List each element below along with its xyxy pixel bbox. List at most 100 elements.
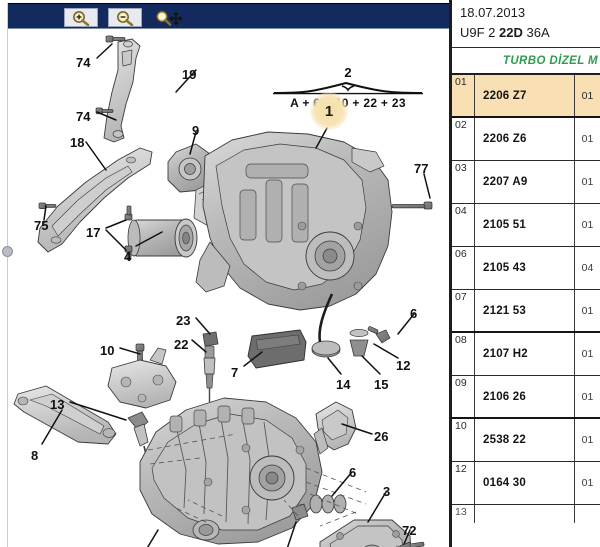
part-number-cell[interactable]: 2105 51	[475, 204, 575, 246]
diagram-label-75-6[interactable]: 75	[34, 218, 49, 233]
zoom-out-button[interactable]	[108, 8, 142, 27]
catalog-code-suffix: 36A	[522, 25, 550, 40]
diagram-label-13-17[interactable]: 13	[50, 397, 65, 412]
table-row[interactable]: 07 2121 53 01	[452, 290, 600, 333]
viewer-toolbar: Oncsite	[8, 3, 449, 29]
diagram-label-12-14[interactable]: 12	[396, 358, 411, 373]
engine-category-band: TURBO DİZEL M	[452, 47, 600, 75]
viewer-left-rail-line	[7, 3, 8, 547]
toolbar-top-divider	[8, 0, 449, 3]
diagram-label-23-9[interactable]: 23	[176, 313, 191, 328]
quantity-cell: 01	[581, 133, 594, 145]
quantity-cell: 01	[581, 477, 594, 489]
part-number-cell[interactable]: 0164 30	[475, 462, 575, 504]
diagram-label-15-16[interactable]: 15	[374, 377, 389, 392]
viewer-scroll-nub[interactable]	[2, 246, 13, 257]
part-number-cell[interactable]: 2105 43	[475, 247, 575, 289]
pan-move-icon	[154, 10, 184, 26]
table-row[interactable]: 06 2105 43 04	[452, 247, 600, 290]
quantity-cell: 01	[581, 348, 594, 360]
part-number-text: 2106 26	[483, 390, 526, 403]
part-number-cell[interactable]	[475, 505, 575, 523]
part-number-cell[interactable]: 2206 Z7	[475, 75, 575, 116]
pan-button[interactable]	[152, 8, 186, 27]
zoom-in-icon	[70, 10, 92, 26]
row-index: 06	[452, 247, 475, 289]
table-row[interactable]: 02 2206 Z6 01	[452, 118, 600, 161]
part-number-text: 2107 H2	[483, 348, 528, 360]
diagram-label-72-22[interactable]: 72	[402, 523, 417, 538]
table-row[interactable]: 13	[452, 505, 600, 523]
row-index: 02	[452, 118, 475, 160]
diagram-label-18-3[interactable]: 18	[70, 135, 85, 150]
row-index: 07	[452, 290, 475, 331]
diagram-label-14-15[interactable]: 14	[336, 377, 351, 392]
diagram-viewer: Oncsite	[0, 0, 449, 547]
catalog-code-prefix: U9F 2	[460, 25, 500, 40]
diagram-label-6-13[interactable]: 6	[410, 306, 418, 321]
part-number-cell[interactable]: 2206 Z6	[475, 118, 575, 160]
part-number-text: 2206 Z6	[483, 133, 527, 145]
row-index: 01	[452, 75, 475, 116]
curly-brace-icon	[273, 81, 423, 95]
table-row[interactable]: 01 2206 Z7 01	[452, 75, 600, 118]
quantity-cell: 01	[581, 390, 594, 403]
diagram-label-6-20[interactable]: 6	[349, 465, 357, 480]
part-number-text: 2105 51	[483, 219, 526, 231]
diagram-label-3-21[interactable]: 3	[383, 484, 391, 499]
zoom-out-icon	[114, 10, 136, 26]
callout-number: 1	[324, 102, 334, 120]
table-row[interactable]: 08 2107 H2 01	[452, 333, 600, 376]
diagram-label-8-18[interactable]: 8	[31, 448, 39, 463]
quantity-cell: 01	[581, 176, 594, 188]
part-number-cell[interactable]: 2207 A9	[475, 161, 575, 203]
quantity-cell: 04	[581, 262, 594, 274]
parts-side-panel: 18.07.2013 U9F 2 22D 36A TURBO DİZEL M 0…	[449, 0, 600, 547]
diagram-label-10-11[interactable]: 10	[100, 343, 115, 358]
diagram-label-74-0[interactable]: 74	[76, 55, 91, 70]
diagram-label-9-4[interactable]: 9	[192, 123, 200, 138]
viewer-left-rail	[0, 3, 8, 547]
toolbar-title-mask	[308, 4, 449, 26]
quantity-cell: 01	[581, 304, 594, 317]
part-number-text: 2538 22	[483, 434, 526, 446]
diagram-label-74-2[interactable]: 74	[76, 109, 91, 124]
part-number-text: 2206 Z7	[483, 89, 527, 102]
row-index: 13	[452, 505, 475, 523]
diagram-label-17-7[interactable]: 17	[86, 225, 101, 240]
quantity-cell: 01	[581, 219, 594, 231]
assembly-formula: 2 A + 6 + 10 + 22 + 23	[272, 65, 424, 113]
gearbox-exploded-view-illustration	[13, 35, 433, 547]
diagram-label-26-19[interactable]: 26	[374, 429, 389, 444]
formula-expression: A + 6 + 10 + 22 + 23	[290, 96, 406, 110]
quantity-cell	[575, 505, 600, 523]
catalog-code-bold: 22D	[499, 25, 523, 40]
zoom-in-button[interactable]	[64, 8, 98, 27]
row-index: 10	[452, 419, 475, 461]
part-number-cell[interactable]: 2106 26	[475, 376, 575, 417]
quantity-cell: 01	[581, 89, 594, 102]
part-number-cell[interactable]: 2107 H2	[475, 333, 575, 375]
highlighted-callout-1[interactable]: 1	[310, 92, 348, 130]
diagram-label-19-1[interactable]: 19	[182, 67, 197, 82]
part-number-cell[interactable]: 2538 22	[475, 419, 575, 461]
diagram-label-4-8[interactable]: 4	[124, 249, 132, 264]
diagram-label-7-12[interactable]: 7	[231, 365, 239, 380]
part-number-text: 2105 43	[483, 262, 526, 274]
engine-category-text: TURBO DİZEL M	[502, 54, 598, 67]
diagram-label-22-10[interactable]: 22	[174, 337, 189, 352]
side-panel-header: 18.07.2013 U9F 2 22D 36A	[452, 0, 600, 47]
row-index: 08	[452, 333, 475, 375]
part-number-text: 2121 53	[483, 304, 526, 317]
part-number-cell[interactable]: 2121 53	[475, 290, 575, 331]
diagram-label-77-5[interactable]: 77	[414, 161, 429, 176]
row-index: 03	[452, 161, 475, 203]
